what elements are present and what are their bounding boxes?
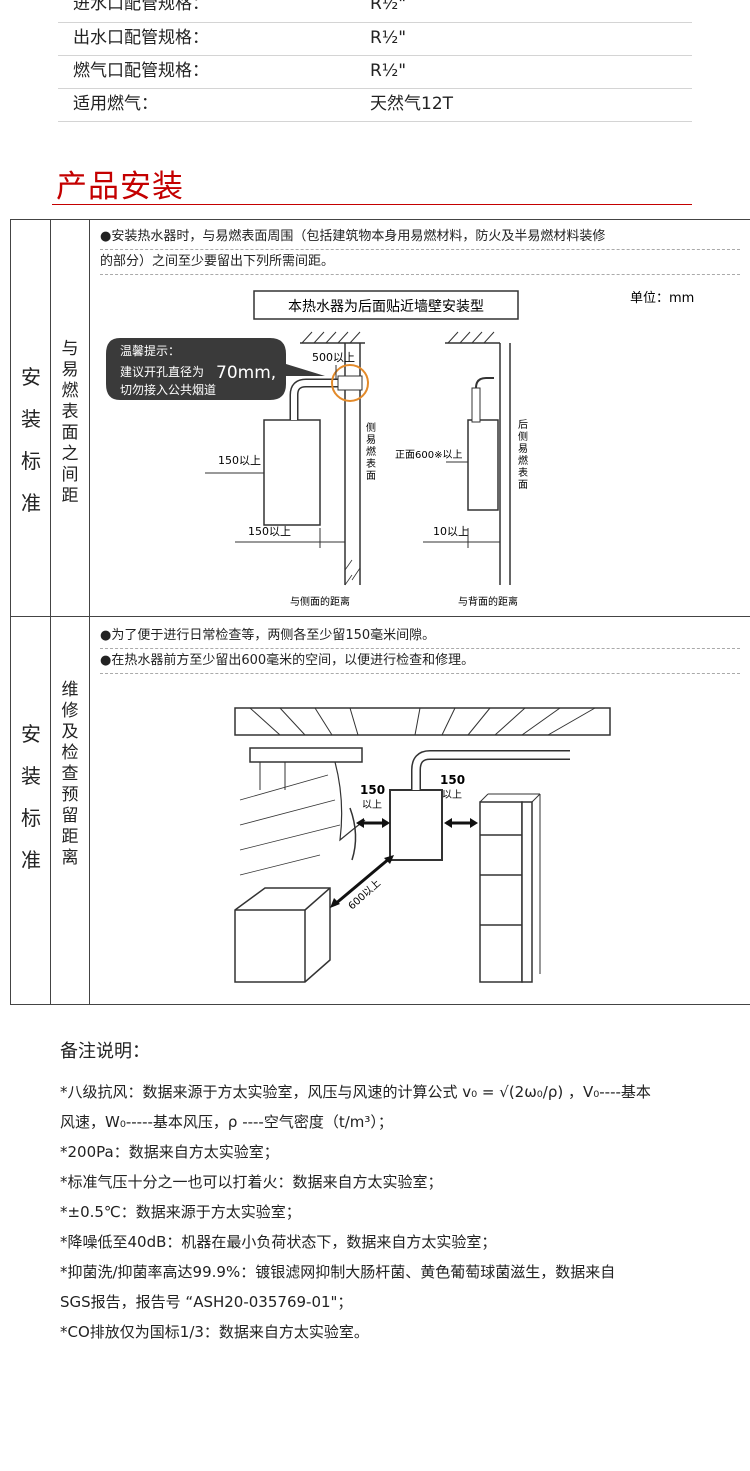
spec-label: 进水口配管规格： <box>73 0 209 14</box>
dim-150-bottom: 150以上 <box>248 525 291 538</box>
dim-150-left: 150以上 <box>218 454 261 467</box>
clearance-diagram: 本热水器为后面贴近墙壁安装型 单位：mm 500以上 温馨提示： 建议开孔直径为… <box>106 290 694 608</box>
caption-back: 与背面的距离 <box>458 595 518 608</box>
spec-value: R½" <box>370 61 407 81</box>
dim-500: 500以上 <box>312 351 355 364</box>
install-category-2: 安 装 标 准 <box>21 722 41 872</box>
room-dim-left: 150 <box>360 783 385 797</box>
tip-title: 温馨提示： <box>120 343 180 358</box>
spec-value: R½" <box>370 28 407 48</box>
remark-item: *降噪低至40dB：机器在最小负荷状态下，数据来自方太实验室； <box>60 1233 497 1251</box>
remark-item: *八级抗风：数据来源于方太实验室，风压与风速的计算公式 v₀ = √(2ω₀/ρ… <box>60 1083 651 1101</box>
column-divider <box>50 219 51 1005</box>
spec-row: 燃气口配管规格： R½" <box>58 56 692 89</box>
section-title: 产品安装 <box>56 169 184 205</box>
remark-item: *标准气压十分之一也可以打着火：数据来自方太实验室； <box>60 1173 443 1191</box>
room-diagram: 150 以上 150 以上 600以上 <box>234 707 611 983</box>
spec-value: 天然气12T <box>370 94 454 114</box>
room-dim-right: 150 <box>440 773 465 787</box>
clearance-note: ●安装热水器时，与易燃表面周围（包括建筑物本身用易燃材料，防火及半易燃材料装修 … <box>100 225 740 275</box>
maintenance-label: 维 修 及 检 查 预 留 距 离 <box>61 680 79 868</box>
room-dim-front: 600以上 <box>346 877 383 912</box>
spec-label: 适用燃气： <box>73 94 158 114</box>
note-line: 的部分）之间至少要留出下列所需间距。 <box>100 250 740 275</box>
install-category-1: 安 装 标 准 <box>21 365 41 515</box>
room-dim-right-sub: 以上 <box>442 789 462 801</box>
back-surface-label: 后 侧 易 燃 表 面 <box>518 419 531 491</box>
dim-10: 10以上 <box>433 525 469 538</box>
caption-side: 与侧面的距离 <box>290 595 350 608</box>
remark-item: SGS报告，报告号 “ASH20-035769-01"； <box>60 1293 353 1311</box>
spec-table: 进水口配管规格： R½" 出水口配管规格： R½" 燃气口配管规格： R½" 适… <box>58 0 692 122</box>
spec-label: 出水口配管规格： <box>73 28 209 48</box>
room-dim-left-sub: 以上 <box>362 799 382 811</box>
remark-item: *200Pa：数据来自方太实验室； <box>60 1143 279 1161</box>
tip-line1: 建议开孔直径为 <box>120 365 204 379</box>
spec-value: R½" <box>370 0 407 14</box>
tip-line2: 切勿接入公共烟道 <box>120 382 216 397</box>
clearance-label: 与 易 燃 表 面 之 间 距 <box>61 339 79 506</box>
remark-item: *抑菌洗/抑菌率高达99.9%：镀银滤网抑制大肠杆菌、黄色葡萄球菌滋生，数据来自 <box>60 1263 616 1281</box>
spec-row: 进水口配管规格： R½" <box>58 0 692 23</box>
section-divider <box>52 204 692 205</box>
diagram-title: 本热水器为后面贴近墙壁安装型 <box>288 299 484 315</box>
install-frame <box>10 219 750 1005</box>
spec-label: 燃气口配管规格： <box>73 61 209 81</box>
unit-label: 单位：mm <box>630 291 694 306</box>
note-line: ●在热水器前方至少留出600毫米的空间，以便进行检查和修理。 <box>100 649 740 674</box>
note-line: ●安装热水器时，与易燃表面周围（包括建筑物本身用易燃材料，防火及半易燃材料装修 <box>100 225 740 250</box>
spec-row: 出水口配管规格： R½" <box>58 23 692 56</box>
column-divider <box>89 219 90 1005</box>
tip-size: 70mm, <box>216 363 276 383</box>
spec-row: 适用燃气： 天然气12T <box>58 89 692 122</box>
remark-item: *CO排放仅为国标1/3：数据来自方太实验室。 <box>60 1323 369 1341</box>
remark-item: 风速，W₀-----基本风压，ρ ----空气密度（t/m³）； <box>60 1113 393 1131</box>
dim-front: 正面600※以上 <box>395 449 462 461</box>
note-line: ●为了便于进行日常检查等，两侧各至少留150毫米间隙。 <box>100 624 740 649</box>
remark-item: *±0.5℃：数据来源于方太实验室； <box>60 1203 301 1221</box>
row-divider <box>10 616 750 617</box>
remarks-title: 备注说明： <box>60 1041 150 1062</box>
maintenance-note: ●为了便于进行日常检查等，两侧各至少留150毫米间隙。 ●在热水器前方至少留出6… <box>100 624 740 674</box>
remarks-section: 备注说明： *八级抗风：数据来源于方太实验室，风压与风速的计算公式 v₀ = √… <box>60 1037 700 1347</box>
side-surface-label: 侧 易 燃 表 面 <box>366 421 379 482</box>
